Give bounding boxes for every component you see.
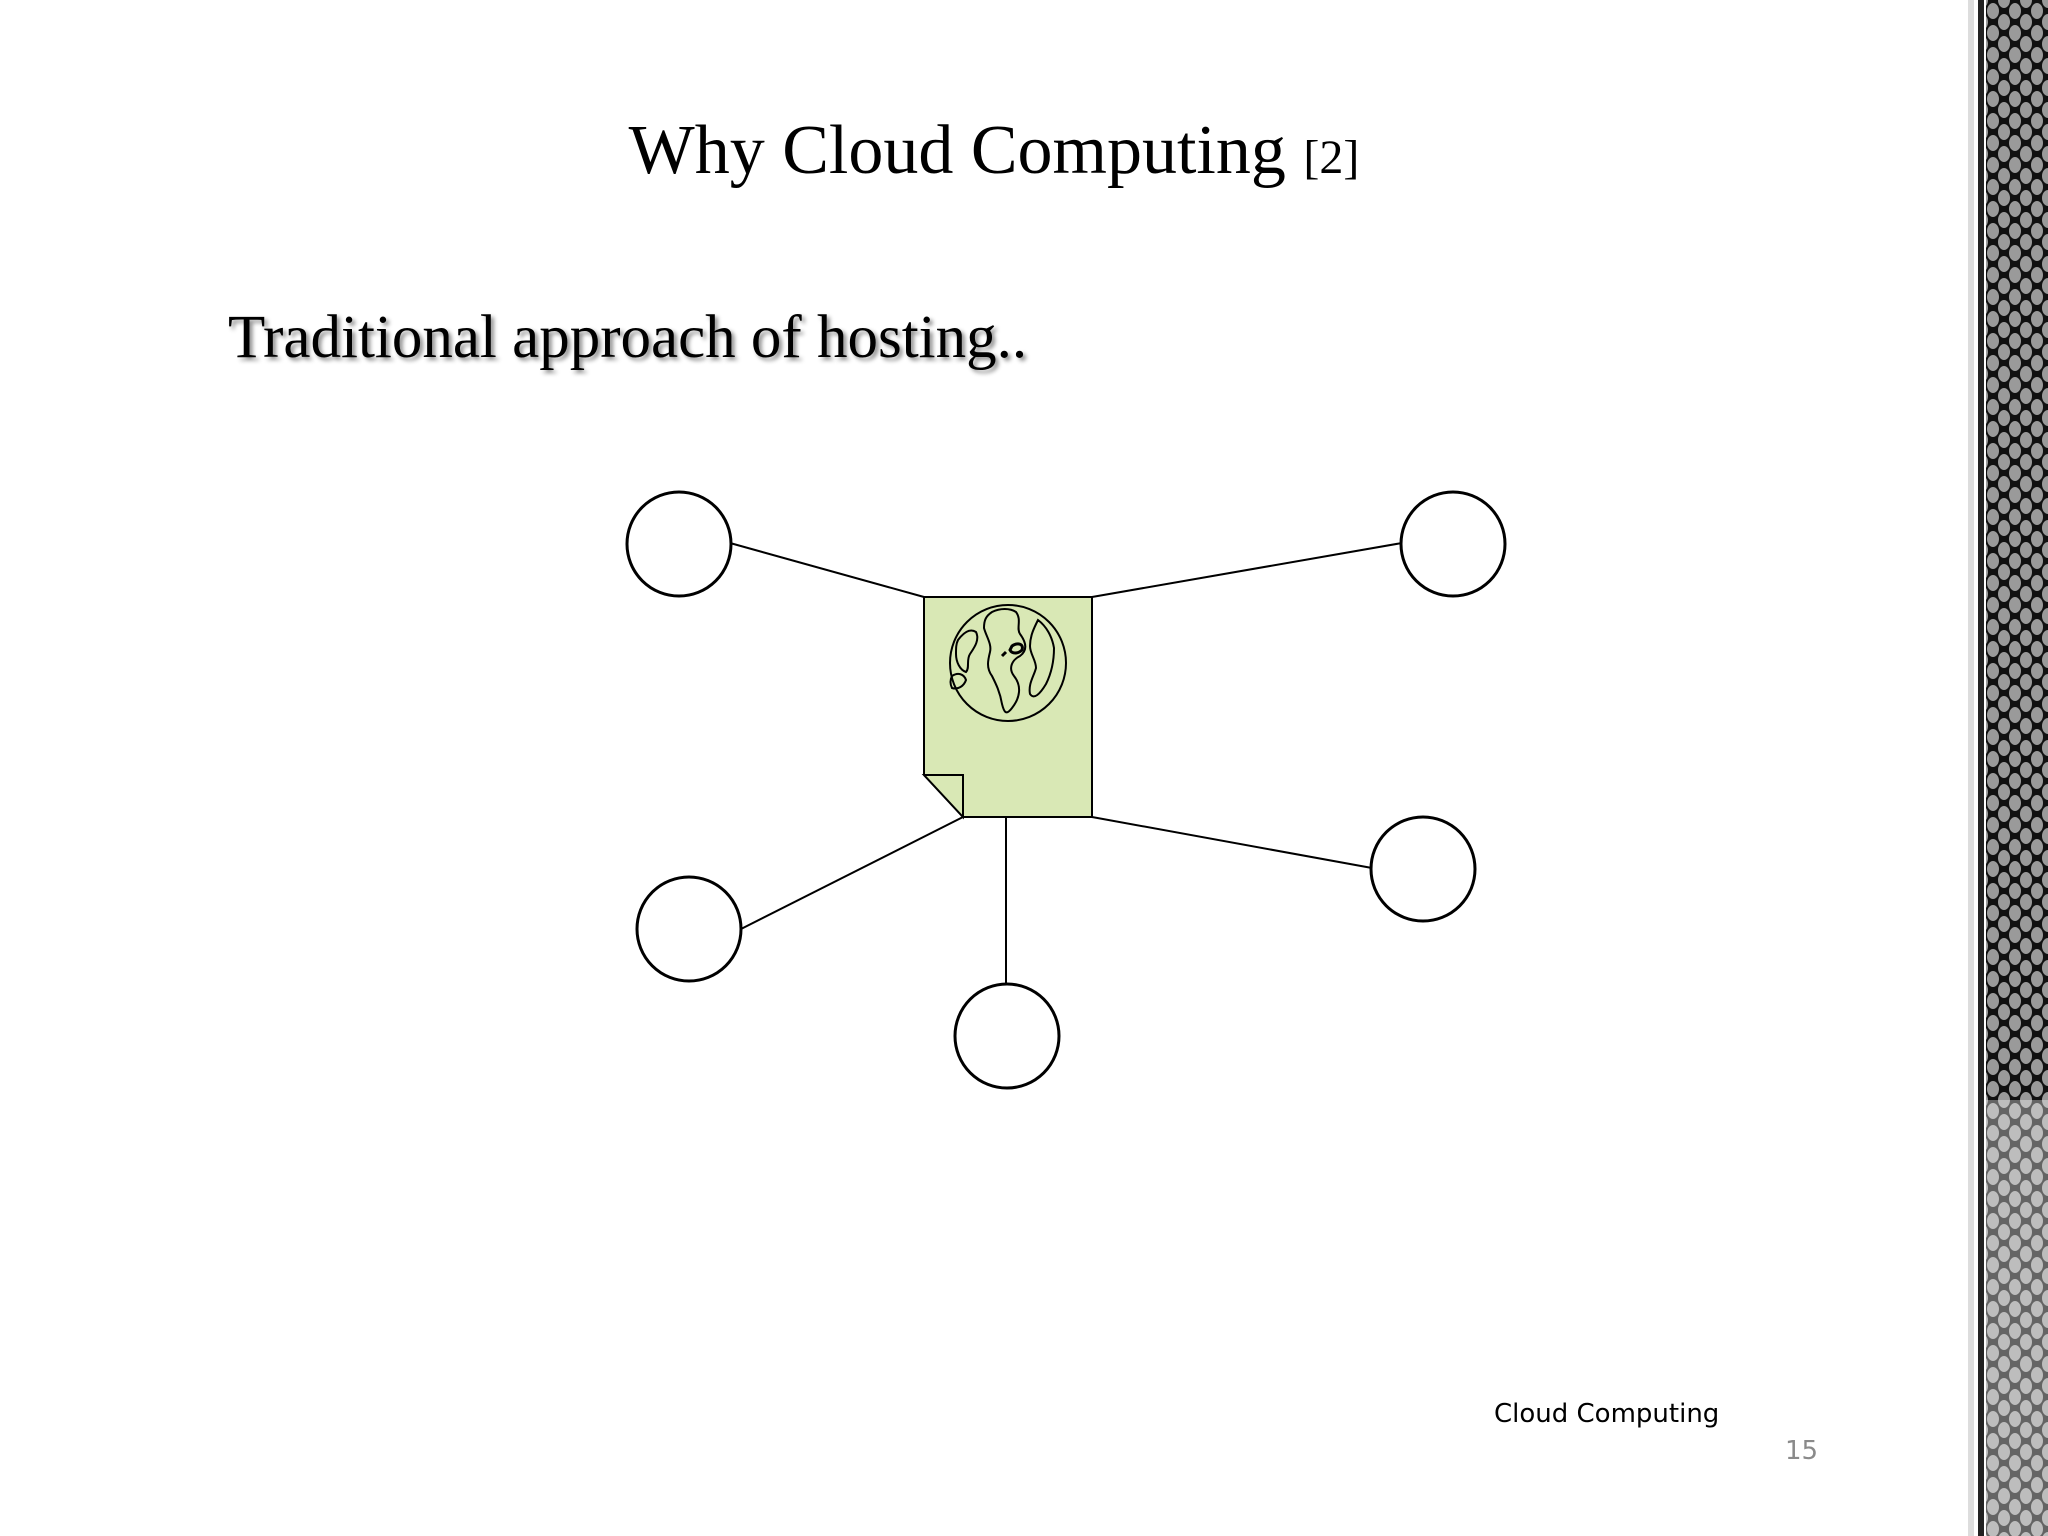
client-node-top-right [1399,490,1507,598]
connector-line [740,816,964,930]
page-number: 15 [1785,1436,1819,1466]
client-node-bottom-left [635,875,743,983]
globe-icon [949,604,1067,722]
slide-title-reference: [2] [1303,131,1360,184]
connector-line [729,542,925,598]
client-node-bottom-right [1369,815,1477,923]
connector-line [1091,542,1403,598]
slide-title-main: Why Cloud Computing [628,112,1286,189]
slide-subtitle: Traditional approach of hosting.. [228,304,1028,371]
slide-title: Why Cloud Computing [2] [0,112,1988,189]
connector-line [1091,816,1373,869]
slide-footer: Cloud Computing [1494,1399,1720,1429]
hosting-diagram [625,490,1507,1090]
client-node-top-left [625,490,733,598]
client-node-bottom-center [953,982,1061,1090]
web-document-icon [921,596,1093,820]
decorative-border [1960,0,2048,1536]
